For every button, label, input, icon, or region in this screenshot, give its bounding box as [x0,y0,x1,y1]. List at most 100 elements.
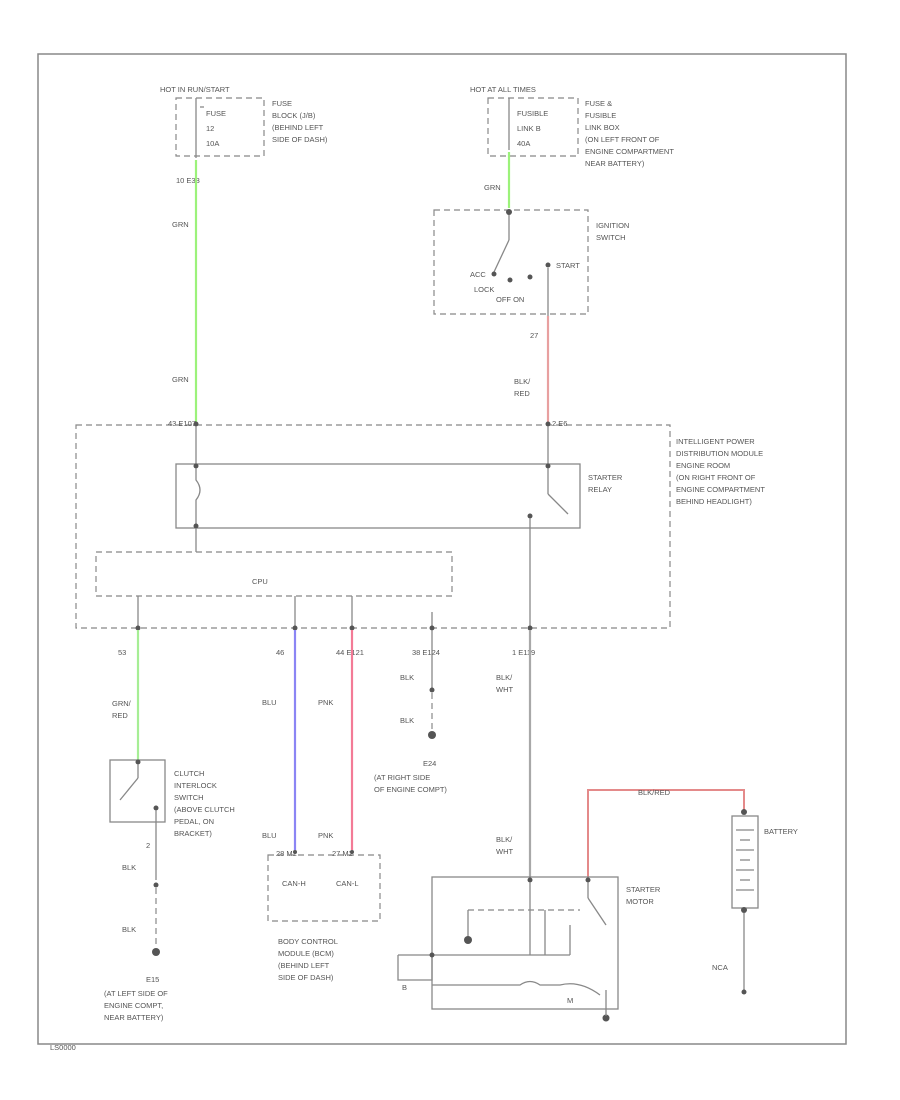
clutch-desc-5: PEDAL, ON [174,817,214,826]
fusible-desc-4: (ON LEFT FRONT OF [585,135,660,144]
connector-e107: 43 E107 [168,419,196,428]
ipdm-module: 43 E107 2 E6 INTELLIGENT POWER DISTRIBUT… [75,419,765,629]
wire-blk-wht-1a: BLK/ [496,673,513,682]
wire-blk-wht-1b: WHT [496,685,513,694]
wire-label-grn-3: GRN [484,183,501,192]
clutch-desc-1: CLUTCH [174,769,204,778]
clutch-desc-4: (ABOVE CLUTCH [174,805,235,814]
wire-pnk-label: PNK [318,698,333,707]
battery-cable [587,789,745,880]
ignition-switch-label-2: SWITCH [596,233,626,242]
ground-e24-desc-1: (AT RIGHT SIDE [374,773,430,782]
ignition-switch-label-1: IGNITION [596,221,629,230]
wire-blk-red-2: RED [514,389,530,398]
ground-e15: E15 [146,975,159,984]
bcm-can-l: CAN-L [336,879,359,888]
wire-blk-e24-2: BLK [400,716,414,725]
ign-off-on: OFF ON [496,295,524,304]
clutch-desc-3: SWITCH [174,793,204,802]
ipdm-desc-4: (ON RIGHT FRONT OF [676,473,756,482]
fuse-block-desc-2: BLOCK (J/B) [272,111,316,120]
diagram-frame [37,53,847,1045]
ipdm-desc-6: BEHIND HEADLIGHT) [676,497,752,506]
footer-code: LS0000 [50,1043,76,1052]
pin-46: 46 [276,648,284,657]
battery: BLK/RED BATTERY NCA [587,788,798,995]
fusible-desc-5: ENGINE COMPARTMENT [585,147,674,156]
wire-label-grn-1: GRN [172,220,189,229]
ign-acc: ACC [470,270,486,279]
ign-lock: LOCK [474,285,494,294]
wire-blk-e24-1: BLK [400,673,414,682]
cpu-block [95,551,453,597]
pin-38-e124: 38 E124 [412,648,440,657]
ground-e15-desc-1: (AT LEFT SIDE OF [104,989,168,998]
ground-e15-desc-3: NEAR BATTERY) [104,1013,164,1022]
ground-e24: E24 [423,759,436,768]
bcm-pin-m2: 27 M2 [332,849,353,858]
starter-motor: STARTER MOTOR M B [397,876,661,1022]
motor-m-label: M [567,996,573,1005]
ipdm-desc-5: ENGINE COMPARTMENT [676,485,765,494]
fuse-block-desc-3: (BEHIND LEFT [272,123,324,132]
ignition-switch: IGNITION SWITCH ACC LOCK START OFF ON [433,209,629,316]
nca-label: NCA [712,963,728,972]
battery-label: BATTERY [764,827,798,836]
fusible-link-b: LINK B [517,124,541,133]
body-control-module: BLU PNK 28 M1 27 M2 CAN-H CAN-L BODY CON… [262,831,381,982]
clutch-desc-6: BRACKET) [174,829,212,838]
fuse-block: HOT IN RUN/START FUSE 12 10A FUSE BLOCK … [160,85,328,185]
fuse-amperage: 10A [206,139,219,148]
wire-pnk-bcm: PNK [318,831,333,840]
fusible-desc-6: NEAR BATTERY) [585,159,645,168]
wire-blk-red-1: BLK/ [514,377,531,386]
bcm-desc-4: SIDE OF DASH) [278,973,334,982]
wire-blu-label: BLU [262,698,277,707]
battery-cable-label: BLK/RED [638,788,671,797]
starter-relay-label-1: STARTER [588,473,623,482]
pin-44-e121: 44 E121 [336,648,364,657]
bcm-pin-m1: 28 M1 [276,849,297,858]
pin-2: 2 [146,841,150,850]
pin-53: 53 [118,648,126,657]
wire-grn-red-1: GRN/ [112,699,132,708]
fuse-block-desc-1: FUSE [272,99,292,108]
wire-grn-red-2: RED [112,711,128,720]
wire-blk-clutch-1: BLK [122,863,136,872]
fusible-desc-1: FUSE & [585,99,612,108]
cpu-label: CPU [252,577,268,586]
fuse-number: 12 [206,124,214,133]
motor-b-label: B [402,983,407,992]
ground-e15-desc-2: ENGINE COMPT, [104,1001,163,1010]
wire-blk-clutch-2: BLK [122,925,136,934]
ground-e24-desc-2: OF ENGINE COMPT) [374,785,447,794]
pin-1-e119: 1 E119 [512,648,535,657]
bcm-desc-1: BODY CONTROL [278,937,338,946]
clutch-desc-2: INTERLOCK [174,781,217,790]
fusible-desc-2: FUSIBLE [585,111,616,120]
fuse-block-desc-4: SIDE OF DASH) [272,135,328,144]
wire-label-grn-2: GRN [172,375,189,384]
wire-blk-wht-2b: WHT [496,847,513,856]
connector-e33: 10 E33 [176,176,200,185]
fusible-label: FUSIBLE [517,109,548,118]
wire-blu-bcm: BLU [262,831,277,840]
fusible-link-box: HOT AT ALL TIMES FUSIBLE LINK B 40A FUSE… [470,85,674,168]
hot-at-all-times-label: HOT AT ALL TIMES [470,85,536,94]
hot-run-start-label: HOT IN RUN/START [160,85,230,94]
pin-27: 27 [530,331,538,340]
clutch-interlock-switch: CLUTCH INTERLOCK SWITCH (ABOVE CLUTCH PE… [104,759,235,1022]
fusible-desc-3: LINK BOX [585,123,620,132]
starter-motor-label-2: MOTOR [626,897,654,906]
bcm-can-h: CAN-H [282,879,306,888]
connector-e6: 2 E6 [552,419,567,428]
bcm-desc-2: MODULE (BCM) [278,949,334,958]
wire-blk-wht-2a: BLK/ [496,835,513,844]
ign-start: START [556,261,580,270]
starter-motor-label-1: STARTER [626,885,661,894]
starter-relay-label-2: RELAY [588,485,612,494]
fusible-amperage: 40A [517,139,530,148]
ipdm-desc-3: ENGINE ROOM [676,461,730,470]
bcm-desc-3: (BEHIND LEFT [278,961,330,970]
